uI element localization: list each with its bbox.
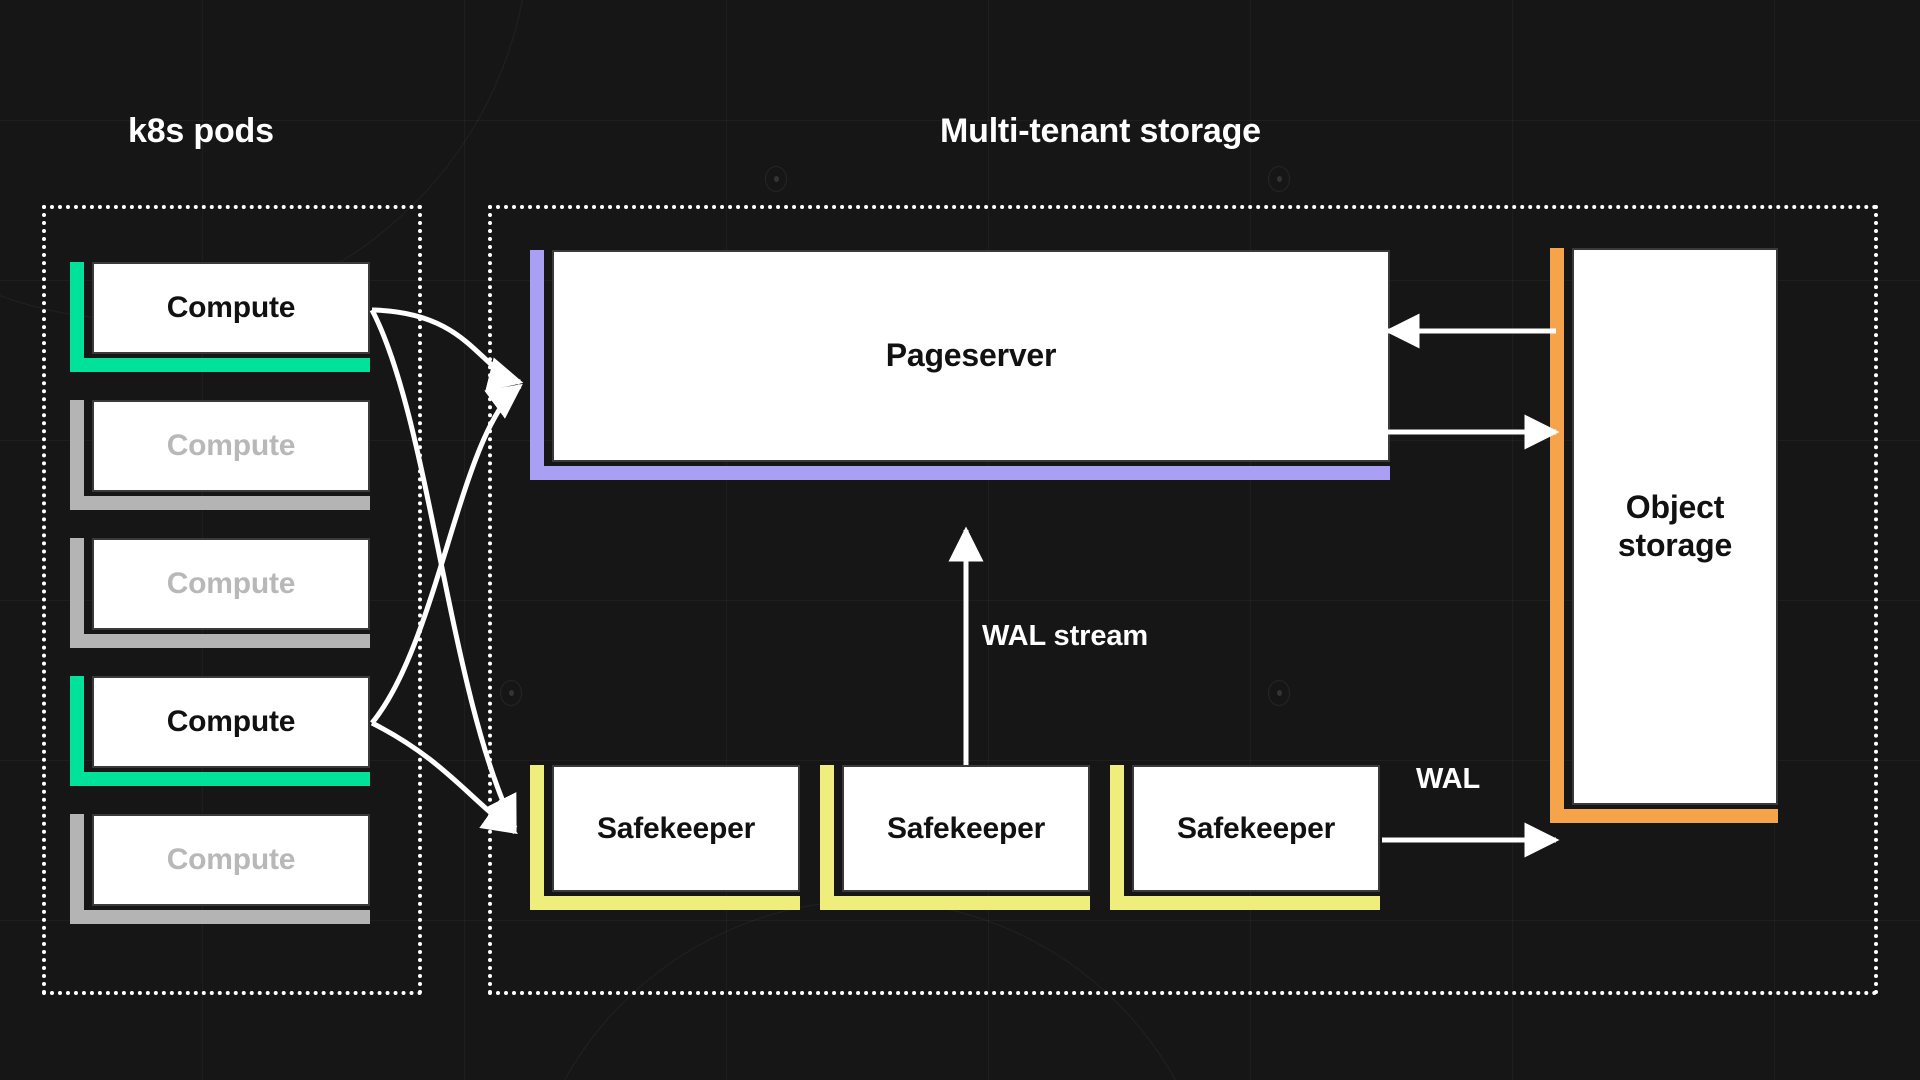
compute-2-accent bbox=[70, 400, 370, 510]
background-marker-1 bbox=[765, 166, 787, 192]
compute-1-label: Compute bbox=[166, 291, 296, 325]
node-safekeeper-2[interactable]: Safekeeper bbox=[820, 765, 1090, 910]
safekeeper-1-card: Safekeeper bbox=[552, 765, 800, 892]
compute-3-label: Compute bbox=[166, 567, 296, 601]
safekeeper-2-accent bbox=[820, 765, 1090, 910]
node-compute-2[interactable]: Compute bbox=[70, 400, 370, 510]
compute-2-label: Compute bbox=[166, 429, 296, 463]
safekeeper-1-accent bbox=[530, 765, 800, 910]
compute-1-card: Compute bbox=[92, 262, 370, 354]
node-compute-5[interactable]: Compute bbox=[70, 814, 370, 924]
node-pageserver[interactable]: Pageserver bbox=[530, 250, 1390, 480]
compute-1-accent bbox=[70, 262, 370, 372]
safekeeper-3-label: Safekeeper bbox=[1176, 811, 1336, 845]
pageserver-accent bbox=[530, 250, 1390, 480]
object-storage-accent bbox=[1550, 248, 1778, 823]
object-storage-label-line2: storage bbox=[1617, 526, 1733, 563]
object-storage-label-line1: Object bbox=[1625, 488, 1725, 525]
compute-4-label: Compute bbox=[166, 705, 296, 739]
node-compute-4[interactable]: Compute bbox=[70, 676, 370, 786]
pageserver-card: Pageserver bbox=[552, 250, 1390, 462]
safekeeper-1-label: Safekeeper bbox=[596, 811, 756, 845]
safekeeper-3-card: Safekeeper bbox=[1132, 765, 1380, 892]
compute-5-accent bbox=[70, 814, 370, 924]
node-compute-1[interactable]: Compute bbox=[70, 262, 370, 372]
compute-4-accent bbox=[70, 676, 370, 786]
edge-label-wal-stream: WAL stream bbox=[982, 620, 1149, 652]
safekeeper-2-card: Safekeeper bbox=[842, 765, 1090, 892]
node-safekeeper-3[interactable]: Safekeeper bbox=[1110, 765, 1380, 910]
section-title-k8s-pods: k8s pods bbox=[128, 112, 274, 150]
edge-label-wal: WAL bbox=[1416, 763, 1481, 795]
node-compute-3[interactable]: Compute bbox=[70, 538, 370, 648]
safekeeper-3-accent bbox=[1110, 765, 1380, 910]
compute-5-card: Compute bbox=[92, 814, 370, 906]
compute-3-accent bbox=[70, 538, 370, 648]
compute-3-card: Compute bbox=[92, 538, 370, 630]
compute-4-card: Compute bbox=[92, 676, 370, 768]
safekeeper-2-label: Safekeeper bbox=[886, 811, 1046, 845]
node-safekeeper-1[interactable]: Safekeeper bbox=[530, 765, 800, 910]
compute-5-label: Compute bbox=[166, 843, 296, 877]
compute-2-card: Compute bbox=[92, 400, 370, 492]
section-title-multi-tenant-storage: Multi-tenant storage bbox=[940, 112, 1261, 150]
pageserver-label: Pageserver bbox=[885, 337, 1057, 374]
background-marker-2 bbox=[1268, 166, 1290, 192]
